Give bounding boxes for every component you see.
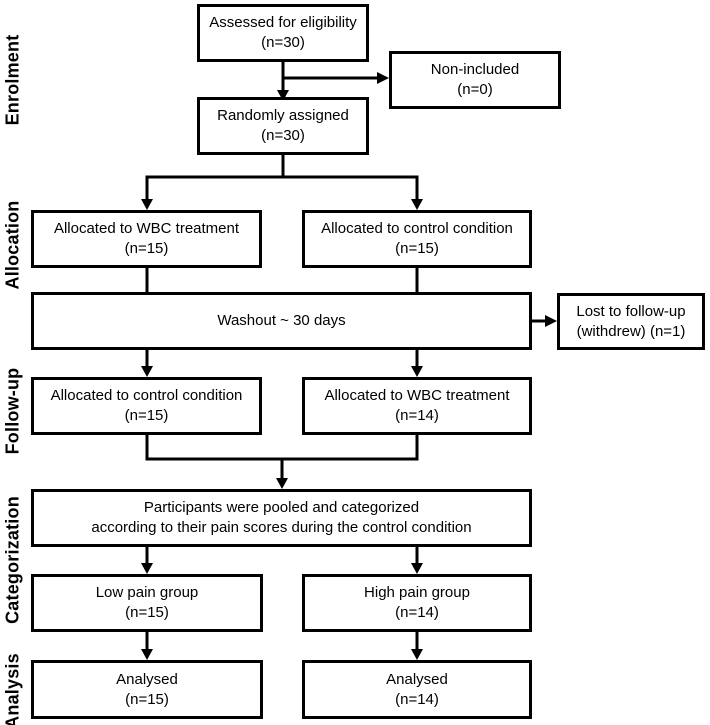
box-text-line: (withdrew) (n=1) — [576, 322, 686, 340]
box-allocated-wbc: Allocated to WBC treatment (n=15) — [31, 210, 262, 268]
box-text-line: (n=15) — [124, 240, 169, 257]
arrowhead-down-fu-control — [141, 366, 153, 377]
box-text-line: Participants were pooled and categorized — [143, 499, 420, 517]
box-text-line: (n=30) — [261, 127, 305, 144]
box-text-line: Low pain group — [95, 584, 199, 602]
stage-label-categorization: Categorization — [2, 496, 23, 624]
box-text-line: (n=15) — [124, 407, 169, 424]
box-text-line: (n=15) — [395, 240, 439, 257]
arrowhead-down-lowpain — [141, 563, 153, 574]
box-text-line: Lost to follow-up — [576, 302, 686, 320]
box-high-pain-group: High pain group (n=14) — [302, 574, 532, 632]
box-text-line: Washout ~ 30 days — [217, 312, 346, 330]
arrowhead-down-fu-wbc — [411, 366, 423, 377]
box-text-line: Analysed — [116, 670, 178, 688]
arrowhead-down-randomized — [277, 90, 289, 101]
box-pooled-categorized: Participants were pooled and categorized… — [31, 489, 532, 547]
box-text-line: Randomly assigned — [217, 107, 349, 125]
box-analysed-high: Analysed (n=14) — [302, 660, 532, 719]
box-washout: Washout ~ 30 days — [31, 292, 532, 350]
box-followup-control: Allocated to control condition (n=15) — [31, 377, 262, 435]
box-text-line: Allocated to control condition — [321, 220, 513, 238]
box-text-line: according to their pain scores during th… — [91, 519, 472, 536]
box-allocated-control: Allocated to control condition (n=15) — [302, 210, 532, 268]
arrowhead-down-analysed-high — [411, 649, 423, 660]
arrowhead-down-analysed-low — [141, 649, 153, 660]
box-text-line: (n=14) — [395, 690, 439, 708]
box-text-line: (n=15) — [125, 604, 169, 621]
box-text-line: Allocated to control condition — [50, 387, 243, 405]
box-text-line: (n=0) — [457, 81, 493, 98]
box-lost-to-followup: Lost to follow-up (withdrew) (n=1) — [557, 293, 705, 350]
box-non-included: Non-included (n=0) — [389, 51, 561, 109]
arrowhead-right-lost — [545, 315, 557, 327]
box-low-pain-group: Low pain group (n=15) — [31, 574, 263, 632]
box-text-line: Analysed — [386, 670, 448, 688]
arrowhead-down-alloc-control — [411, 199, 423, 210]
stage-label-enrolment: Enrolment — [2, 34, 23, 126]
box-analysed-low: Analysed (n=15) — [31, 660, 263, 719]
arrowhead-down-alloc-wbc — [141, 199, 153, 210]
box-text-line: (n=15) — [125, 690, 169, 708]
box-text-line: Non-included — [430, 61, 520, 79]
box-text-line: Allocated to WBC treatment — [53, 220, 240, 238]
box-text-line: (n=14) — [395, 407, 439, 424]
box-text-line: Allocated to WBC treatment — [324, 387, 510, 405]
arrowhead-down-pooled — [276, 478, 288, 489]
box-text-line: High pain group — [364, 584, 470, 602]
box-randomly-assigned: Randomly assigned (n=30) — [197, 97, 369, 155]
box-text-line: (n=30) — [261, 34, 305, 51]
box-followup-wbc: Allocated to WBC treatment (n=14) — [302, 377, 532, 435]
stage-label-analysis: Analysis — [2, 653, 23, 725]
box-text-line: (n=14) — [395, 604, 439, 621]
arrowhead-down-highpain — [411, 563, 423, 574]
stage-label-follow-up: Follow-up — [2, 367, 23, 455]
stage-label-allocation: Allocation — [2, 200, 23, 290]
box-text-line: Assessed for eligibility — [209, 14, 357, 32]
box-assessed-eligibility: Assessed for eligibility (n=30) — [197, 4, 369, 62]
arrowhead-right-non-included — [377, 72, 389, 84]
